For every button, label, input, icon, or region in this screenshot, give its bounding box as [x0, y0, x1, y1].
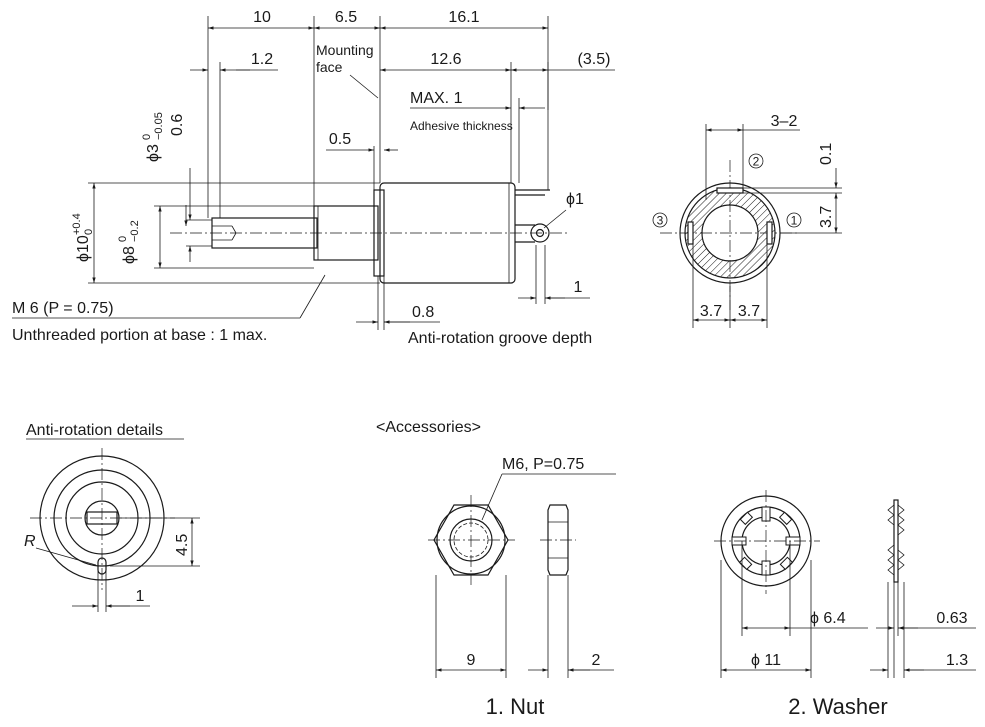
nut-thread-label: M6, P=0.75: [502, 456, 584, 473]
dim-16-1: 16.1: [448, 9, 479, 26]
phi1-label: ϕ1: [566, 191, 584, 208]
washer-front-view: ϕ 6.4 ϕ 11: [714, 490, 868, 678]
nut-side-view: 2: [528, 504, 614, 678]
groove-label: Anti-rotation groove depth: [408, 330, 592, 347]
accessories: <Accessories> M6, P=0.75 9: [376, 419, 976, 719]
washer-caption: 2. Washer: [788, 694, 887, 719]
dia3-label: ϕ3: [145, 144, 162, 162]
adhesive-label: Adhesive thickness: [410, 119, 513, 133]
dia8-label: ϕ8: [121, 246, 138, 264]
accessories-title: <Accessories>: [376, 419, 481, 436]
terminal-2-marker: 2: [753, 155, 760, 169]
nut-dim-2: 2: [592, 652, 601, 669]
r-label: R: [24, 533, 36, 550]
dia10-tol-lower: 0: [83, 229, 95, 235]
unthreaded-label: Unthreaded portion at base : 1 max.: [12, 327, 267, 344]
dim-4-5: 4.5: [174, 534, 191, 556]
washer-dim-1-3: 1.3: [946, 652, 968, 669]
dim-3-5: (3.5): [578, 51, 611, 68]
dia3-tol-upper: 0: [141, 134, 153, 140]
nut-caption: 1. Nut: [486, 694, 545, 719]
dim-1-2: 1.2: [251, 51, 273, 68]
dim-3-7-vertical: 3.7: [818, 206, 835, 228]
nut-front-view: M6, P=0.75 9: [428, 456, 616, 678]
terminal-1-marker: 1: [791, 214, 798, 228]
dim-0-5: 0.5: [329, 131, 351, 148]
dim-1-groove: 1: [136, 588, 145, 605]
dim-6-5: 6.5: [335, 9, 357, 26]
dim-3-2: 3–2: [771, 113, 798, 130]
anti-rotation-title: Anti-rotation details: [26, 422, 163, 439]
anti-rotation-details: Anti-rotation details R 4.5 1: [24, 422, 200, 612]
max1-label: MAX. 1: [410, 90, 463, 107]
nut-dim-9: 9: [467, 652, 476, 669]
dia3-tol-lower: −0.05: [153, 112, 165, 140]
end-view: 3–2 2 3 1 0.1 3.7 3.7 3.7: [652, 113, 842, 328]
thread-label: M 6 (P = 0.75): [12, 300, 114, 317]
mounting-face-label-2: face: [316, 59, 343, 75]
main-side-view: 10 6.5 16.1 1.2 Mounting face 12.6 (3.5)…: [12, 9, 615, 347]
washer-dim-0-63: 0.63: [936, 610, 967, 627]
dia10-tol-upper: +0.4: [71, 213, 83, 235]
dim-0-1: 0.1: [818, 143, 835, 165]
washer-side-view: 0.63 1.3: [870, 499, 976, 678]
dim-3-7-left: 3.7: [700, 303, 722, 320]
dim-3-7-right: 3.7: [738, 303, 760, 320]
dim-1-terminal: 1: [574, 279, 583, 296]
dim-12-6: 12.6: [430, 51, 461, 68]
washer-dim-6-4: ϕ 6.4: [810, 610, 846, 627]
washer-dim-11: ϕ 11: [751, 652, 781, 669]
terminal-3-marker: 3: [657, 214, 664, 228]
dia8-tol-upper: 0: [117, 236, 129, 242]
dia8-tol-lower: −0.2: [129, 220, 141, 242]
dia10-label: ϕ10: [75, 235, 92, 262]
mounting-face-label-1: Mounting: [316, 42, 374, 58]
dim-0-6: 0.6: [169, 114, 186, 136]
dim-0-8: 0.8: [412, 304, 434, 321]
dim-10: 10: [253, 9, 271, 26]
